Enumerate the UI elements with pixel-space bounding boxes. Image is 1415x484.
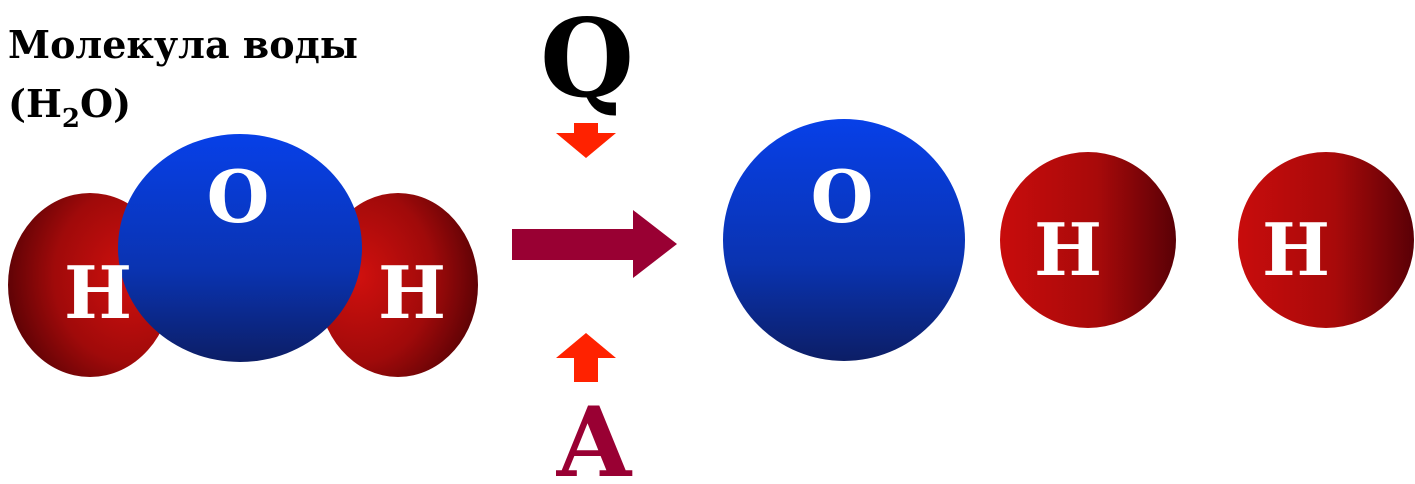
formula-close: O) — [80, 81, 131, 126]
molecule-formula: (H2O) — [8, 81, 131, 134]
work-up-arrow — [556, 333, 616, 382]
heat-label: Q — [540, 0, 634, 122]
product-oxygen-atom — [723, 119, 965, 361]
work-label: A — [556, 386, 633, 484]
formula-subscript: 2 — [62, 104, 80, 134]
water-oxygen-atom — [118, 134, 362, 362]
heat-down-arrow — [556, 123, 616, 158]
water-hydrogen-right-label: H — [378, 250, 446, 335]
formula-open: (H — [8, 81, 62, 126]
molecule-title: Молекула воды — [8, 22, 358, 67]
water-hydrogen-left-label: H — [64, 250, 132, 335]
product-hydrogen-1-label: H — [1034, 207, 1102, 292]
reaction-arrow — [512, 210, 677, 278]
water-oxygen-label: O — [207, 154, 270, 239]
products: O H H — [723, 119, 1414, 361]
water-molecule: O H H — [8, 134, 478, 377]
product-oxygen-label: O — [811, 154, 874, 239]
product-hydrogen-2-atom — [1238, 152, 1414, 328]
product-hydrogen-2-label: H — [1262, 207, 1330, 292]
product-hydrogen-1-atom — [1000, 152, 1176, 328]
